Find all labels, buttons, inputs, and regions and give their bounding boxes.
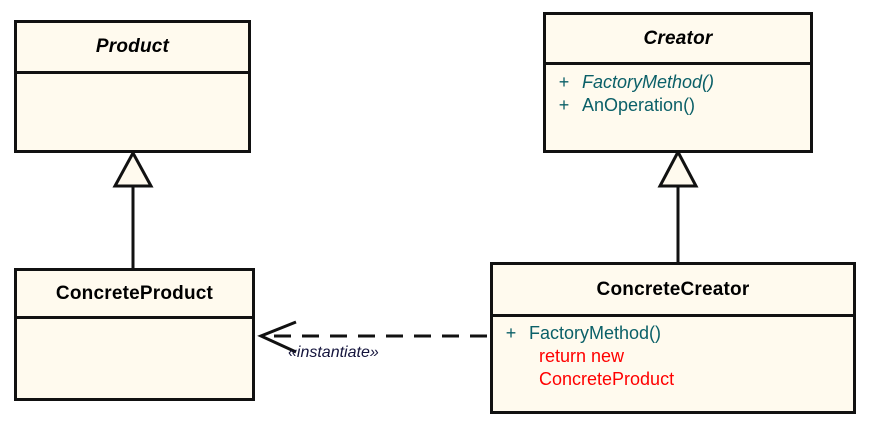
code-line: ConcreteProduct (539, 369, 675, 390)
class-members-creator: + FactoryMethod() + AnOperation() (546, 62, 810, 150)
class-box-concretecreator[interactable]: ConcreteCreator + FactoryMethod() return… (490, 262, 856, 414)
member-visibility: + (558, 72, 570, 92)
member-row: + AnOperation() (546, 94, 810, 117)
member-name: FactoryMethod() (529, 323, 662, 343)
member-name: AnOperation() (582, 95, 696, 116)
class-members-concreteproduct (17, 316, 252, 398)
member-visibility: + (558, 95, 570, 116)
class-title-concretecreator: ConcreteCreator (596, 278, 750, 300)
generalization-triangle-product (112, 149, 154, 188)
dependency-stereotype-label: «instantiate» (288, 344, 379, 361)
generalization-concretecreator-to-creator (657, 148, 699, 262)
member-row: + FactoryMethod() (546, 71, 810, 94)
member-name: FactoryMethod() (582, 72, 715, 92)
class-title-creator: Creator (643, 27, 713, 49)
class-box-creator[interactable]: Creator + FactoryMethod() + AnOperation(… (543, 12, 813, 153)
class-members-product (17, 71, 248, 150)
class-members-concretecreator: + FactoryMethod() return new ConcretePro… (493, 314, 853, 411)
class-box-product[interactable]: Product (14, 20, 251, 153)
code-line: return new (539, 346, 625, 367)
class-title-product: Product (95, 36, 170, 57)
member-row: + FactoryMethod() (493, 322, 853, 345)
generalization-concreteproduct-to-product (112, 149, 154, 268)
class-box-concreteproduct[interactable]: ConcreteProduct (14, 268, 255, 401)
class-title-concreteproduct: ConcreteProduct (55, 282, 214, 304)
member-visibility: + (505, 323, 517, 343)
generalization-triangle-creator (657, 148, 699, 188)
